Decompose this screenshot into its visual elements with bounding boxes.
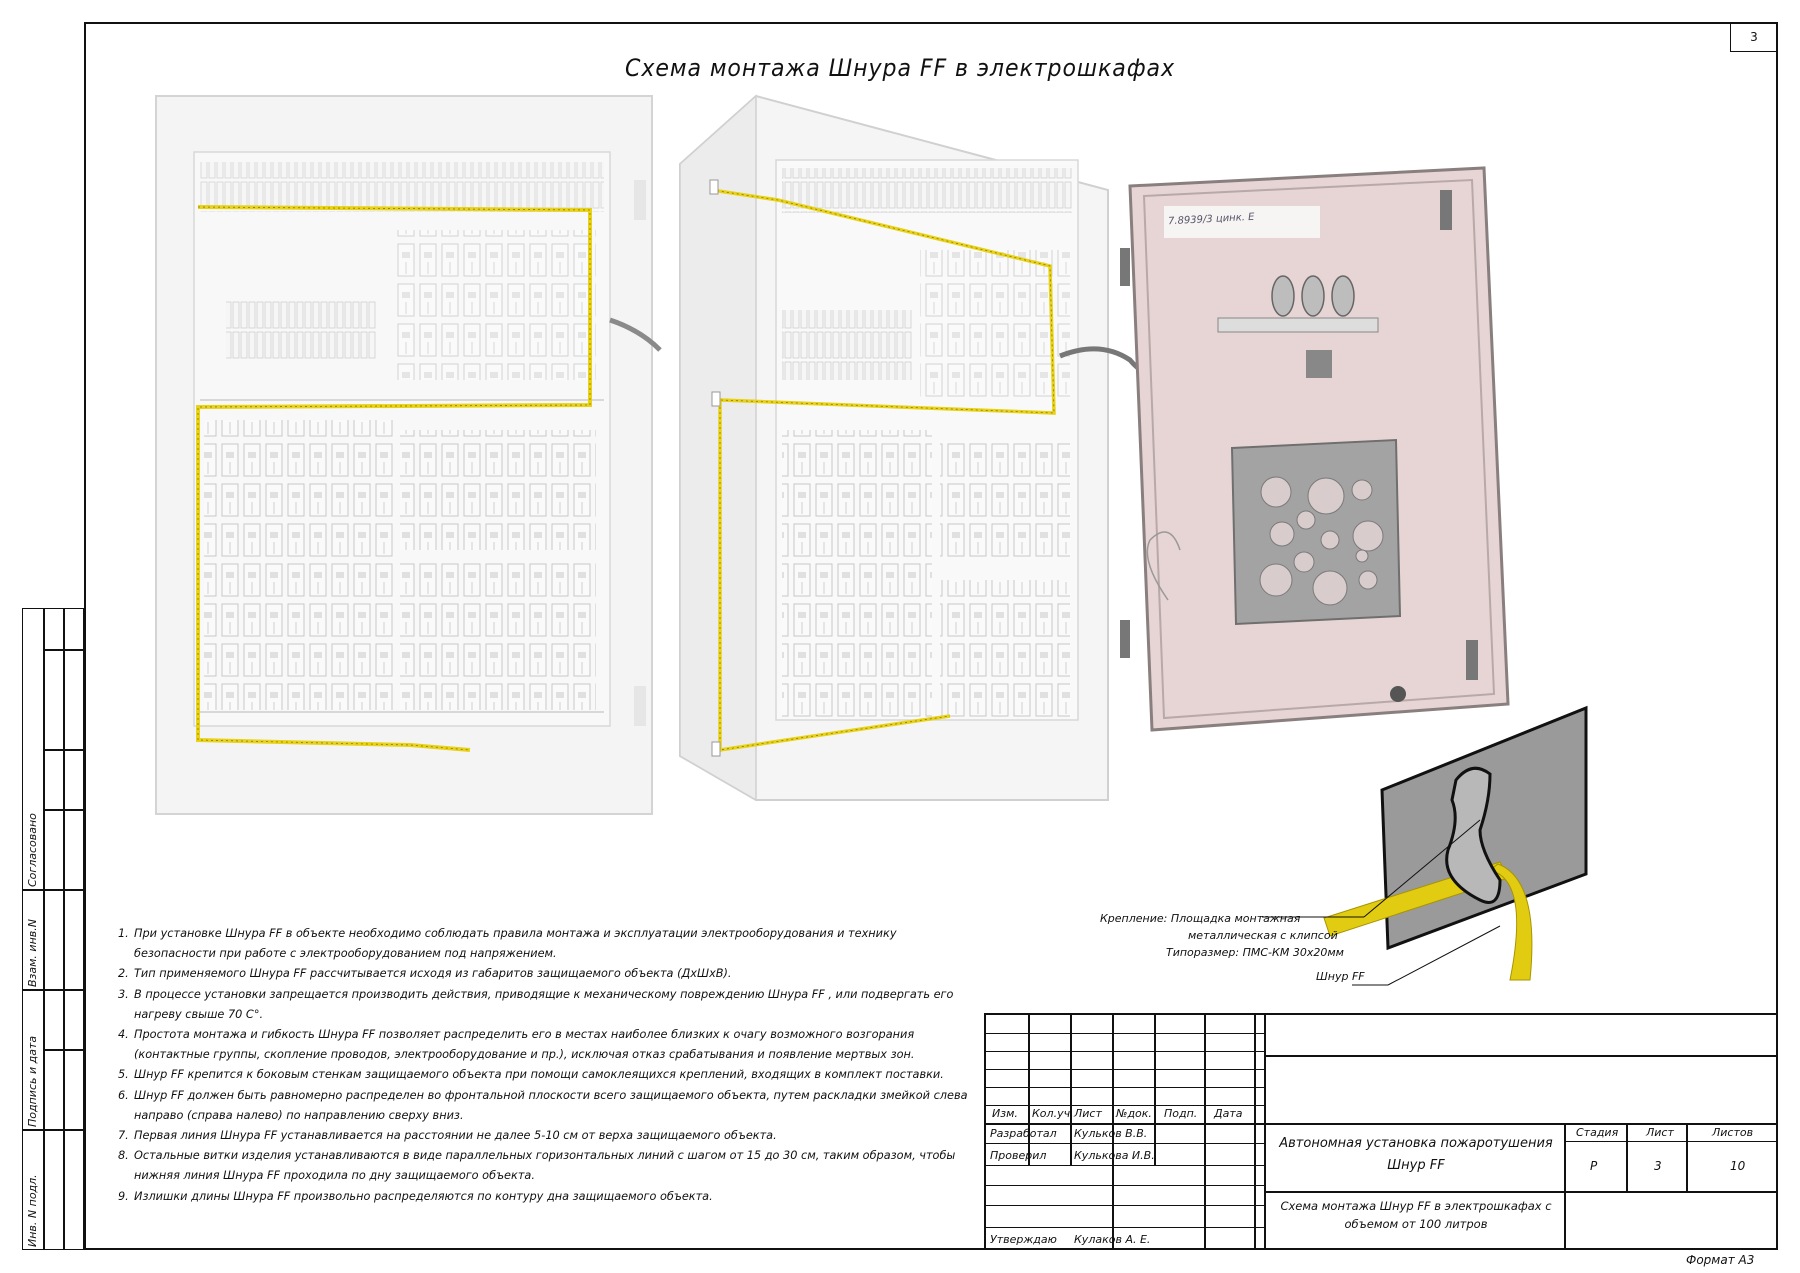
name-checked: Кулькова И.В. xyxy=(1074,1149,1155,1162)
note-item: 9.Излишки длины Шнура FF произвольно рас… xyxy=(118,1189,713,1203)
note-item: 2.Тип применяемого Шнура FF рассчитывает… xyxy=(118,967,732,981)
name-approved: Кулаков А. Е. xyxy=(1074,1233,1151,1246)
cabinet-front-view xyxy=(155,95,662,815)
drawing-name: Схема монтажа Шнур FF в электрошкафах с … xyxy=(1280,1199,1552,1231)
side-stamp: Согласовано Взам. инв.N Подпись и дата И… xyxy=(22,608,85,1250)
callout-cord: Шнур FF xyxy=(1316,970,1365,983)
role-approved: Утверждаю xyxy=(990,1233,1057,1246)
hdr-date: Дата xyxy=(1214,1107,1243,1120)
note-item: 7.Первая линия Шнура FF устанавливается … xyxy=(118,1129,777,1143)
sheet-label: Лист xyxy=(1646,1126,1674,1139)
note-item: 8.Остальные витки изделия устанавливаютс… xyxy=(118,1149,956,1183)
role-checked: Проверил xyxy=(990,1149,1047,1162)
note-item: 6.Шнур FF должен быть равномерно распред… xyxy=(118,1088,968,1122)
drawing-title: Схема монтажа Шнура FF в электрошкафах xyxy=(625,54,1175,82)
callout-mount-2: металлическая с клипсой xyxy=(1188,929,1338,942)
sheet-value: 3 xyxy=(1654,1159,1662,1173)
drawing-frame xyxy=(84,22,1778,1250)
hdr-kol: Кол.уч. xyxy=(1032,1107,1074,1120)
paper-format: Формат А3 xyxy=(1686,1253,1755,1267)
role-developed: Разработал xyxy=(990,1127,1057,1140)
stage-value: Р xyxy=(1590,1159,1598,1173)
sheets-value: 10 xyxy=(1730,1159,1746,1173)
hdr-list: Лист xyxy=(1074,1107,1102,1120)
title-block: Изм. Кол.уч. Лист №док. Подп. Дата Разра… xyxy=(984,1013,1778,1250)
callout-mount-1: Крепление: Площадка монтажная xyxy=(1100,912,1301,925)
note-item: 4.Простота монтажа и гибкость Шнура FF п… xyxy=(118,1028,915,1062)
sheets-label: Листов xyxy=(1712,1126,1754,1139)
note-item: 3.В процессе установки запрещается произ… xyxy=(118,987,954,1021)
installation-notes: 1.При установке Шнура FF в объекте необх… xyxy=(118,924,978,1207)
cabinet-door xyxy=(1120,166,1510,732)
hdr-sign: Подп. xyxy=(1164,1107,1198,1120)
project-name: Автономная установка пожаротушения Шнур … xyxy=(1279,1136,1553,1173)
sheet-number: 3 xyxy=(1750,30,1758,44)
cabinet-perspective-view xyxy=(679,94,1201,802)
name-developed: Кульков В.В. xyxy=(1074,1127,1148,1140)
stage-label: Стадия xyxy=(1576,1126,1619,1139)
hdr-izm: Изм. xyxy=(992,1107,1018,1120)
note-item: 5.Шнур FF крепится к боковым стенкам защ… xyxy=(118,1068,944,1082)
sheet-number-box: 3 xyxy=(1730,22,1778,52)
mounting-detail xyxy=(1262,705,1588,986)
callout-mount-3: Типоразмер: ПМС-КМ 30х20мм xyxy=(1166,946,1344,959)
hdr-doc: №док. xyxy=(1116,1107,1152,1120)
note-item: 1.При установке Шнура FF в объекте необх… xyxy=(118,927,897,961)
